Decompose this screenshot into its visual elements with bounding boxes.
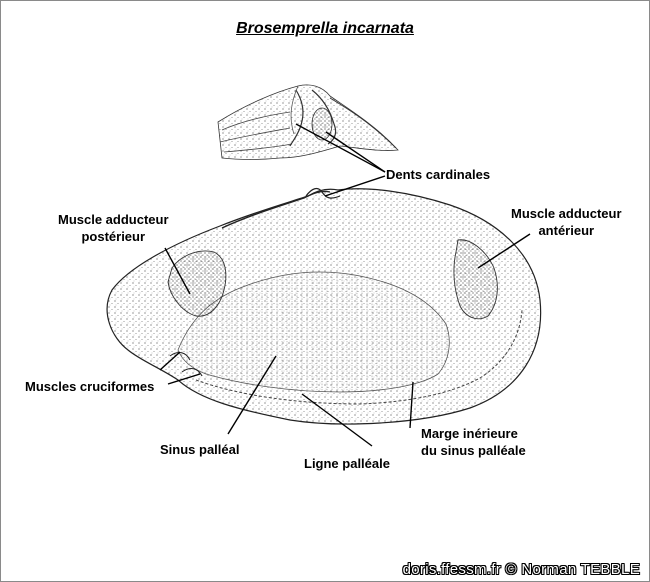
shell-valve [106, 187, 542, 425]
label-dents-cardinales: Dents cardinales [386, 167, 491, 182]
label-muscle-anterieur: Muscle adducteur antérieur [511, 206, 622, 238]
leader-lines [159, 123, 531, 447]
label-sinus-palleal: Sinus palléal [160, 442, 240, 457]
leader-dents-3 [324, 175, 386, 197]
leader-sinus [227, 355, 277, 435]
leader-dents-2 [325, 131, 386, 173]
leader-ligne [301, 393, 373, 447]
hinge-detail [217, 84, 399, 160]
label-muscles-cruciformes: Muscles cruciformes [25, 379, 155, 394]
leader-dents-1 [295, 123, 386, 173]
diagram-title: Brosemprella incarnata [236, 20, 414, 37]
leader-cruciformes-2 [167, 373, 201, 385]
label-muscle-posterieur: Muscle adducteur postérieur [58, 212, 169, 244]
leader-cruciformes-1 [159, 351, 181, 371]
leader-marge [409, 381, 414, 429]
credit-watermark: doris.ffessm.fr © Norman TEBBLE [402, 561, 640, 578]
leader-muscle-posterieur [164, 247, 191, 295]
label-marge-sinus: Marge inérieure du sinus palléale [421, 426, 526, 458]
label-ligne-palleale: Ligne palléale [304, 456, 390, 471]
leader-muscle-anterieur [477, 233, 531, 269]
